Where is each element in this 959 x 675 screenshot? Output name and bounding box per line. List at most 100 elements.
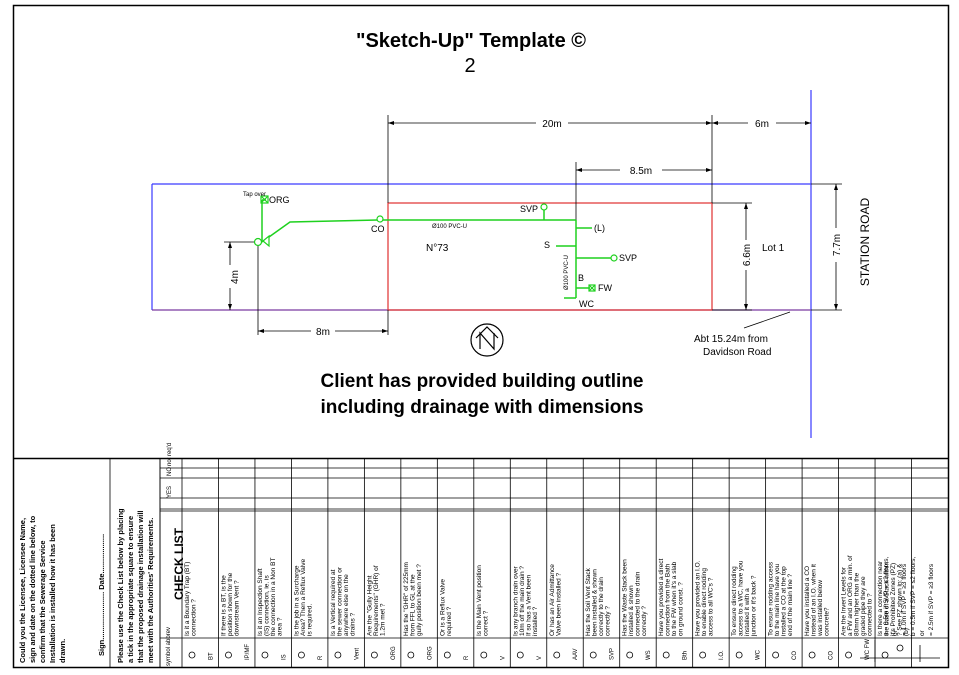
instruction-line: a tick in the appropriate square to ensu… xyxy=(126,516,135,663)
checklist-checkbox[interactable] xyxy=(403,479,435,487)
pz-note-line: or xyxy=(892,629,899,636)
checklist-checkbox[interactable] xyxy=(658,469,690,477)
checklist-item-abbr: Vent xyxy=(354,648,360,660)
checklist-checkbox[interactable] xyxy=(768,479,800,487)
checklist-item-text: Is a Vertical required at xyxy=(330,569,337,636)
checklist-checkbox[interactable] xyxy=(841,469,873,477)
checklist-checkbox[interactable] xyxy=(330,469,362,477)
org-label: ORG xyxy=(269,195,290,205)
drainage-fittings xyxy=(253,195,618,292)
checklist-checkbox[interactable] xyxy=(731,479,763,487)
lot-boundary xyxy=(151,90,812,438)
dimension-lines xyxy=(224,115,842,335)
checklist-item-text: To ensure rodding access xyxy=(768,561,775,636)
svp-right-label: SVP xyxy=(619,253,637,263)
checklist-checkbox[interactable] xyxy=(768,469,800,477)
checklist-item-text: required ? xyxy=(446,606,453,636)
checklist-checkbox[interactable] xyxy=(220,479,252,487)
no-header: NO xyxy=(167,467,173,476)
checklist-checkbox[interactable] xyxy=(184,469,216,477)
checklist-item-text: 80mm higher than the xyxy=(854,572,861,636)
checklist-item-abbr: ORG xyxy=(427,646,433,660)
checklist-checkbox[interactable] xyxy=(804,479,836,487)
checklist-item-abbr: V xyxy=(500,656,506,660)
checklist-item-text: the base of a Stack within xyxy=(884,562,891,636)
dim-6m: 6m xyxy=(755,119,769,130)
checklist-checkbox[interactable] xyxy=(512,479,544,487)
checklist-checkbox[interactable] xyxy=(257,479,289,487)
checklist-checkbox[interactable] xyxy=(439,469,471,477)
checklist-symbol-icon xyxy=(881,651,889,659)
checklist-checkbox[interactable] xyxy=(804,469,836,477)
checklist-item-text: correctly to the drain xyxy=(598,577,605,636)
checklist-checkbox[interactable] xyxy=(257,469,289,477)
checklist-item-text: Have you provided a direct xyxy=(658,558,665,636)
checklist-item-abbr: BT xyxy=(208,652,214,660)
checklist-instructions: Please use the Check List below by placi… xyxy=(116,508,155,663)
symbol-header: symbol abbrev xyxy=(166,627,172,666)
checklist-checkbox[interactable] xyxy=(476,469,508,477)
dim-4m: 4m xyxy=(230,270,241,284)
checklist-checkbox[interactable] xyxy=(695,479,727,487)
checklist-checkbox[interactable] xyxy=(330,479,362,487)
checklist-checkbox[interactable] xyxy=(512,469,544,477)
checklist-item-text: correctly ? xyxy=(641,606,648,636)
checklist-item-text: gully position been met ? xyxy=(416,564,423,636)
reflux-valve-icon xyxy=(262,234,270,248)
checklist-symbol-icon xyxy=(589,651,597,659)
pipe-vert-label: Ø100 PVC-U xyxy=(564,255,570,290)
checklist-item-text: Are the "Gully Height xyxy=(366,575,373,636)
checklist-item-text: to enable direct rodding xyxy=(701,568,708,636)
checklist-checkbox[interactable] xyxy=(731,469,763,477)
checklist-checkbox[interactable] xyxy=(658,479,690,487)
checklist-item-text: is required. xyxy=(306,604,313,636)
checklist-symbol-icon xyxy=(443,651,451,659)
instruction-line: meet with the Authorities' Requirements. xyxy=(146,518,155,663)
checklist-item-text: access to all WC's ? xyxy=(708,577,715,636)
checklist-checkbox[interactable] xyxy=(439,479,471,487)
checklist-checkbox[interactable] xyxy=(622,469,654,477)
checklist-symbol-icon xyxy=(735,651,743,659)
checklist-item-text: the sewer connection or xyxy=(336,566,343,636)
checklist-symbol-icon xyxy=(808,651,816,659)
checklist-symbol-icon xyxy=(261,651,269,659)
checklist-item-abbr: SVP xyxy=(610,648,616,660)
checklist-checkbox[interactable] xyxy=(403,469,435,477)
checklist-item-text: Area? Then a Reflux Valve xyxy=(300,559,307,636)
pz-note-line: b = 0.5m if SVP = ≤2 floors, xyxy=(910,556,917,636)
checklist-symbol-icon xyxy=(772,651,780,659)
checklist-checkbox[interactable] xyxy=(877,469,909,477)
checklist-symbol-icon xyxy=(845,651,852,659)
checklist-checkbox[interactable] xyxy=(622,479,654,487)
checklist-item-text: Valve been installed ? xyxy=(555,572,562,636)
checklist-symbol-icon xyxy=(480,651,488,659)
checklist-checkbox[interactable] xyxy=(293,479,325,487)
checklist-checkbox[interactable] xyxy=(293,469,325,477)
checklist-checkbox[interactable] xyxy=(220,469,252,477)
checklist-item-text: graded pipe they are xyxy=(860,576,867,636)
checklist-checkbox[interactable] xyxy=(476,479,508,487)
checklist-item-text: installed a CO at the top xyxy=(781,566,788,636)
checklist-item-text: installed it with a xyxy=(744,588,751,636)
checklist-checkbox[interactable] xyxy=(549,479,581,487)
is-connection-icon xyxy=(253,237,263,247)
checklist-checkbox[interactable] xyxy=(695,469,727,477)
checklist-item-text: If so has a Vent been xyxy=(525,575,532,636)
client-note-line2: including drainage with dimensions xyxy=(320,397,643,418)
checklist-checkbox[interactable] xyxy=(184,479,216,487)
checklist-item-abbr: CO xyxy=(829,651,835,660)
instruction-line: that the proposed drainage installation … xyxy=(136,510,145,663)
checklist-checkbox[interactable] xyxy=(585,469,617,477)
checklist-checkbox[interactable] xyxy=(366,469,398,477)
checklist-item-text: connected to ? xyxy=(867,593,874,636)
checklist-checkbox[interactable] xyxy=(549,469,581,477)
checklist-checkbox[interactable] xyxy=(877,479,909,487)
checklist-checkbox[interactable] xyxy=(585,479,617,487)
checklist-symbol-icon xyxy=(225,651,232,659)
checklist-checkbox[interactable] xyxy=(841,479,873,487)
checklist-symbol-icon xyxy=(334,651,342,659)
checklist-item-text: Is the Main Vent position xyxy=(476,565,483,636)
checklist-item-text: connection ? xyxy=(191,599,198,636)
checklist-checkbox[interactable] xyxy=(366,479,398,487)
checklist-item-text: connected to the drain xyxy=(635,571,642,636)
